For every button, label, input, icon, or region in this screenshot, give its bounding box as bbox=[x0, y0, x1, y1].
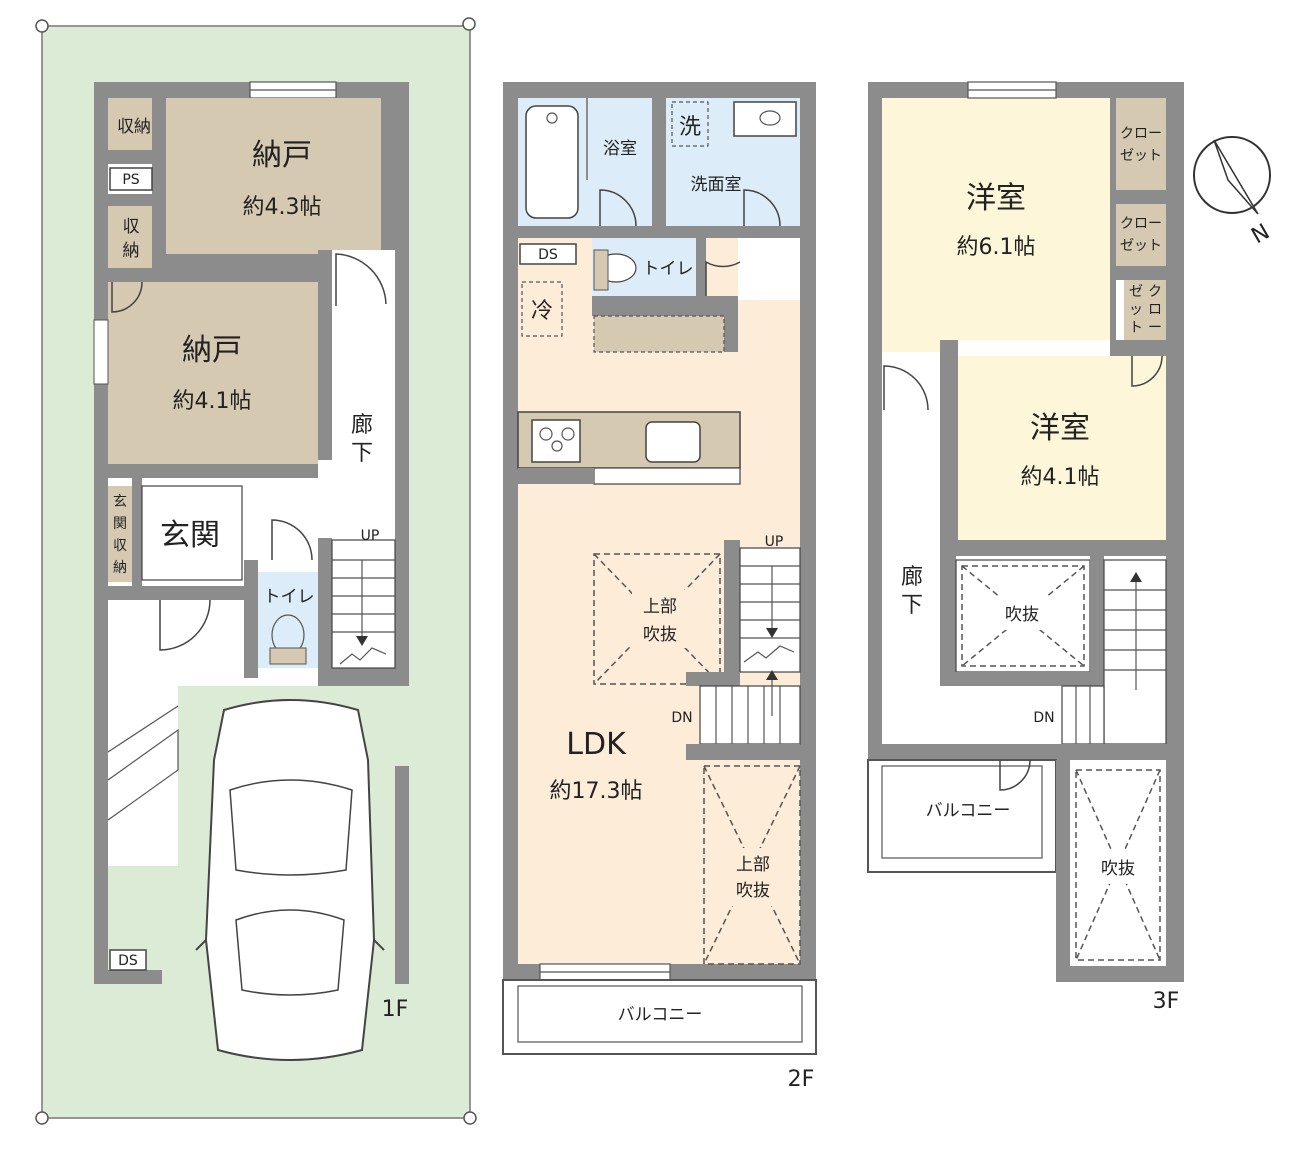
ldk-name: LDK bbox=[566, 727, 627, 762]
ldk-size: 約17.3帖 bbox=[550, 779, 643, 804]
svg-text:上部: 上部 bbox=[736, 855, 770, 875]
svg-text:ゼ: ゼ bbox=[1129, 284, 1143, 300]
balcony-3f-label: バルコニー bbox=[926, 801, 1011, 821]
ps-label: PS bbox=[122, 172, 139, 188]
svg-text:ッ: ッ bbox=[1129, 302, 1143, 318]
ds-1f-label: DS bbox=[118, 953, 138, 969]
svg-text:玄: 玄 bbox=[113, 493, 127, 510]
bedroom-a-size: 約6.1帖 bbox=[957, 235, 1036, 260]
ds-2f bbox=[519, 243, 577, 265]
closet-top-label: 収納 bbox=[117, 117, 151, 137]
stairs-3f bbox=[1061, 559, 1167, 745]
toilet-2f-label: トイレ bbox=[643, 259, 694, 279]
stairs-2f-dn: DN bbox=[671, 710, 692, 726]
bedroom-b bbox=[958, 356, 1166, 540]
void-2f-1 bbox=[593, 553, 721, 685]
compass-icon: N bbox=[1193, 136, 1274, 249]
floor-2: バルコニー 浴室 洗 洗面室 DS トイレ 冷 bbox=[502, 82, 817, 1092]
site-corner-marker bbox=[35, 19, 49, 33]
storage-room-a-size: 約4.3帖 bbox=[243, 195, 322, 220]
svg-text:上部: 上部 bbox=[643, 597, 677, 617]
floor-3-label: 3F bbox=[1153, 989, 1180, 1014]
bedroom-b-size: 約4.1帖 bbox=[1021, 465, 1100, 490]
storage-room-b-name: 納戸 bbox=[182, 333, 242, 368]
bedroom-a-name: 洋室 bbox=[966, 181, 1026, 216]
svg-text:クロー: クロー bbox=[1120, 126, 1162, 142]
closet-3f-3 bbox=[1124, 280, 1166, 340]
void-2f-2 bbox=[703, 765, 801, 965]
fridge-label: 冷 bbox=[531, 299, 553, 324]
closet-3f-2 bbox=[1116, 204, 1166, 266]
washroom-label: 洗面室 bbox=[691, 175, 742, 195]
entrance-storage bbox=[108, 486, 132, 582]
ds-1f bbox=[109, 949, 147, 971]
closet-side-label-2: 納 bbox=[123, 241, 140, 261]
site-corner-marker bbox=[463, 1111, 477, 1125]
void-3f-1-label: 吹抜 bbox=[1005, 605, 1039, 625]
balcony-2f-label: バルコニー bbox=[618, 1005, 703, 1025]
hallway-label-2: 下 bbox=[351, 441, 373, 466]
wash-mark: 洗 bbox=[679, 115, 701, 140]
stairs-3f-dn: DN bbox=[1033, 710, 1054, 726]
bedroom-b-name: 洋室 bbox=[1030, 411, 1090, 446]
stairs-1f-up: UP bbox=[361, 528, 380, 544]
floor-1-label: 1F bbox=[382, 997, 409, 1022]
stairs-1f bbox=[331, 539, 396, 669]
void-3f-2-label: 吹抜 bbox=[1101, 859, 1135, 879]
svg-text:ー: ー bbox=[1148, 320, 1162, 336]
closet-side-label-1: 収 bbox=[123, 217, 140, 237]
svg-text:ゼット: ゼット bbox=[1120, 148, 1162, 164]
ds-2f-label: DS bbox=[538, 247, 558, 263]
hallway-label-1: 廊 bbox=[351, 413, 373, 438]
svg-text:クロー: クロー bbox=[1120, 216, 1162, 232]
floor-1: 納戸 約4.3帖 収納 PS 収 納 納戸 約4.1帖 廊 下 玄 関 収 納 bbox=[35, 17, 477, 1125]
closet-3f-1 bbox=[1116, 98, 1166, 190]
storage-room-b bbox=[108, 282, 318, 464]
storage-room-b-size: 約4.1帖 bbox=[173, 389, 252, 414]
stairs-2f-up: UP bbox=[765, 534, 784, 550]
svg-text:ゼット: ゼット bbox=[1120, 238, 1162, 254]
compass-north-label: N bbox=[1247, 219, 1274, 249]
svg-text:ロ: ロ bbox=[1148, 302, 1162, 318]
svg-text:収: 収 bbox=[113, 538, 127, 554]
svg-text:関: 関 bbox=[113, 516, 127, 532]
fridge-space bbox=[521, 281, 563, 337]
hallway-3f-label-1: 廊 bbox=[901, 565, 923, 590]
hallway-3f-label-2: 下 bbox=[901, 593, 923, 618]
closet-top bbox=[108, 98, 152, 150]
svg-text:ト: ト bbox=[1129, 320, 1143, 336]
toilet-1f-label: トイレ bbox=[264, 587, 315, 607]
bedroom-a bbox=[882, 98, 1110, 352]
svg-text:ク: ク bbox=[1148, 284, 1162, 300]
svg-text:吹抜: 吹抜 bbox=[736, 881, 770, 901]
floor-3: 洋室 約6.1帖 洋室 約4.1帖 クロー ゼット クロー ゼット ゼ ッ ト … bbox=[867, 81, 1184, 1014]
closet-side bbox=[108, 206, 152, 268]
svg-text:吹抜: 吹抜 bbox=[643, 625, 677, 645]
ps-box bbox=[109, 167, 153, 191]
site-corner-marker bbox=[35, 1111, 49, 1125]
storage-room-a bbox=[166, 98, 395, 268]
stairs-2f bbox=[686, 540, 801, 760]
storage-room-a-name: 納戸 bbox=[252, 138, 312, 173]
bath-label: 浴室 bbox=[603, 139, 637, 159]
entrance-label: 玄関 bbox=[160, 518, 220, 553]
site-corner-marker bbox=[462, 17, 476, 31]
floor-2-label: 2F bbox=[788, 1067, 815, 1092]
car-icon bbox=[195, 699, 385, 1061]
svg-text:納: 納 bbox=[113, 560, 127, 576]
